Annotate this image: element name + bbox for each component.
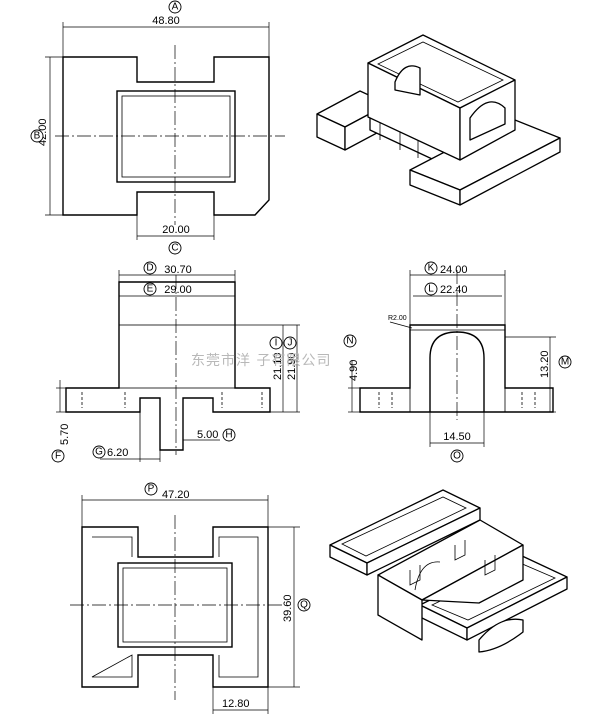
top-width-dim: 48.80: [152, 15, 180, 27]
side-arch-h-dim: 13.20: [539, 350, 551, 378]
label-m: M: [561, 357, 569, 368]
bottom-width-dim: 47.20: [162, 489, 190, 501]
watermark: 东莞市洋 子有限公司: [191, 352, 331, 369]
side-inner-dim: 22.40: [440, 284, 468, 296]
side-base-h-dim: 4.90: [348, 360, 360, 381]
front-pin-dim: 6.20: [107, 447, 128, 459]
label-i: I: [275, 338, 278, 349]
top-gap-dim: 20.00: [162, 224, 190, 236]
label-h: H: [225, 430, 232, 441]
front-height-j: 21.90: [286, 352, 298, 380]
label-j: J: [288, 338, 293, 349]
label-l: L: [428, 284, 434, 295]
front-gap-dim: 5.00: [197, 429, 218, 441]
top-view: 48.80 A 42.00 B 20.00 C: [30, 0, 285, 255]
label-o: O: [453, 451, 461, 462]
side-view: 24.00 K 22.40 L R2.00 13.20 M 4.90 N 14.…: [343, 261, 572, 463]
front-flange-dim: 5.70: [59, 424, 71, 445]
label-n: N: [346, 336, 353, 347]
label-e: E: [147, 284, 154, 295]
label-k: K: [428, 263, 435, 274]
label-f: F: [55, 451, 61, 462]
bottom-view: 47.20 P 39.60 Q 12.80: [70, 482, 311, 714]
side-radius-dim: R2.00: [388, 315, 407, 322]
side-outer-dim: 24.00: [440, 264, 468, 276]
bottom-foot-dim: 12.80: [222, 698, 250, 710]
label-p: P: [148, 484, 155, 495]
iso-view-top: [316, 34, 561, 206]
side-arch-w-dim: 14.50: [443, 431, 471, 443]
label-d: D: [146, 263, 153, 274]
label-a: A: [172, 2, 179, 13]
label-q: Q: [300, 600, 308, 611]
front-inner-dim: 29.00: [164, 284, 192, 296]
front-view: 30.70 D 29.00 E 21.10 21.90 I J 5.70 F G…: [51, 261, 300, 463]
iso-view-bottom: [329, 489, 568, 653]
bottom-height-dim: 39.60: [282, 594, 294, 622]
front-outer-dim: 30.70: [164, 264, 192, 276]
front-height-i: 21.10: [272, 352, 284, 380]
label-c: C: [171, 243, 178, 254]
label-b: B: [34, 131, 41, 142]
label-g: G: [95, 447, 103, 458]
